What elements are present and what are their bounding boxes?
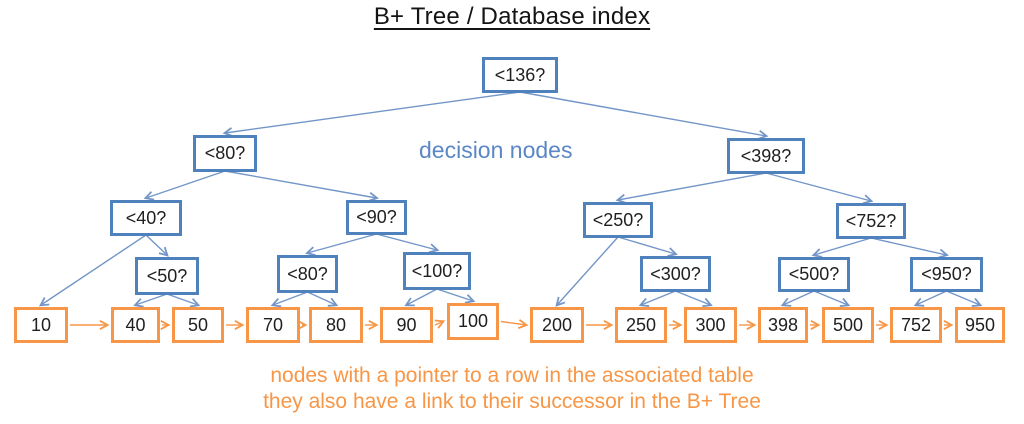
tree-edge-n136-n80a: [222, 91, 521, 137]
successor-edge-l90-l100: [434, 319, 446, 329]
caption-line-1: nodes with a pointer to a row in the ass…: [270, 364, 754, 387]
tree-edge-n398-n752: [765, 172, 874, 205]
tree-edge-n250-l200: [555, 236, 619, 307]
leaf-node-70: 70: [246, 307, 300, 343]
tree-edge-n752-n950: [870, 237, 949, 259]
leaf-node-80: 80: [309, 307, 363, 343]
decision-node-136: <136?: [482, 57, 558, 93]
leaf-node-200: 200: [530, 307, 584, 343]
leaf-node-752: 752: [890, 307, 942, 343]
tree-edge-n300-l300: [675, 290, 713, 308]
leaf-caption: nodes with a pointer to a row in the ass…: [0, 363, 1024, 415]
leaf-node-40: 40: [111, 307, 160, 343]
tree-edge-n100-l100: [436, 288, 476, 304]
decision-node-80: <80?: [193, 135, 257, 172]
tree-edge-n50-l40: [133, 293, 168, 308]
decision-node-80: <80?: [277, 255, 338, 293]
tree-edge-n50-l50: [166, 293, 201, 308]
successor-edge-l100-l200: [500, 319, 529, 329]
leaf-node-10: 10: [14, 307, 68, 343]
tree-edge-n500-l398: [780, 290, 815, 307]
diagram-title: B+ Tree / Database index: [373, 3, 651, 30]
caption-line-2: they also have a link to their successor…: [263, 390, 761, 413]
tree-edge-n80b-l70: [270, 291, 308, 308]
decision-node-500: <500?: [778, 257, 850, 292]
decision-node-950: <950?: [910, 257, 983, 292]
leaf-node-100: 100: [447, 303, 499, 340]
leaf-node-500: 500: [822, 307, 874, 343]
tree-edge-n752-n500: [811, 237, 872, 258]
decision-node-398: <398?: [727, 138, 805, 174]
leaf-node-398: 398: [758, 307, 808, 343]
tree-edge-n950-l752: [913, 290, 947, 307]
decision-node-100: <100?: [403, 252, 471, 290]
tree-edge-n500-l500: [813, 290, 851, 308]
decision-node-300: <300?: [640, 256, 711, 292]
tree-edge-n40-l10: [38, 234, 147, 307]
tree-edge-n250-n300: [617, 236, 678, 257]
tree-edge-n100-l90: [404, 288, 438, 307]
leaf-node-50: 50: [172, 307, 224, 343]
decision-node-40: <40?: [110, 200, 182, 236]
tree-edge-n80a-n90: [224, 170, 379, 202]
tree-edge-n136-n398: [519, 91, 769, 140]
leaf-node-950: 950: [955, 307, 1005, 343]
decision-node-250: <250?: [583, 202, 653, 238]
decision-node-752: <752?: [836, 203, 906, 239]
tree-edge-n80b-l80: [307, 291, 339, 307]
tree-edge-n90-n80b: [305, 233, 377, 256]
tree-edge-n40-n50: [145, 234, 169, 257]
decision-nodes-label: decision nodes: [419, 137, 573, 163]
decision-node-50: <50?: [135, 257, 199, 295]
tree-edge-n80a-n40: [143, 170, 226, 201]
leaf-node-250: 250: [615, 307, 667, 343]
leaf-node-300: 300: [684, 307, 737, 343]
tree-edge-n398-n250: [615, 172, 767, 204]
leaf-node-90: 90: [380, 307, 433, 343]
decision-node-90: <90?: [346, 200, 407, 235]
tree-edge-n950-l950: [946, 290, 983, 307]
tree-edge-n90-n100: [376, 233, 440, 254]
tree-edge-n300-l250: [638, 290, 676, 308]
